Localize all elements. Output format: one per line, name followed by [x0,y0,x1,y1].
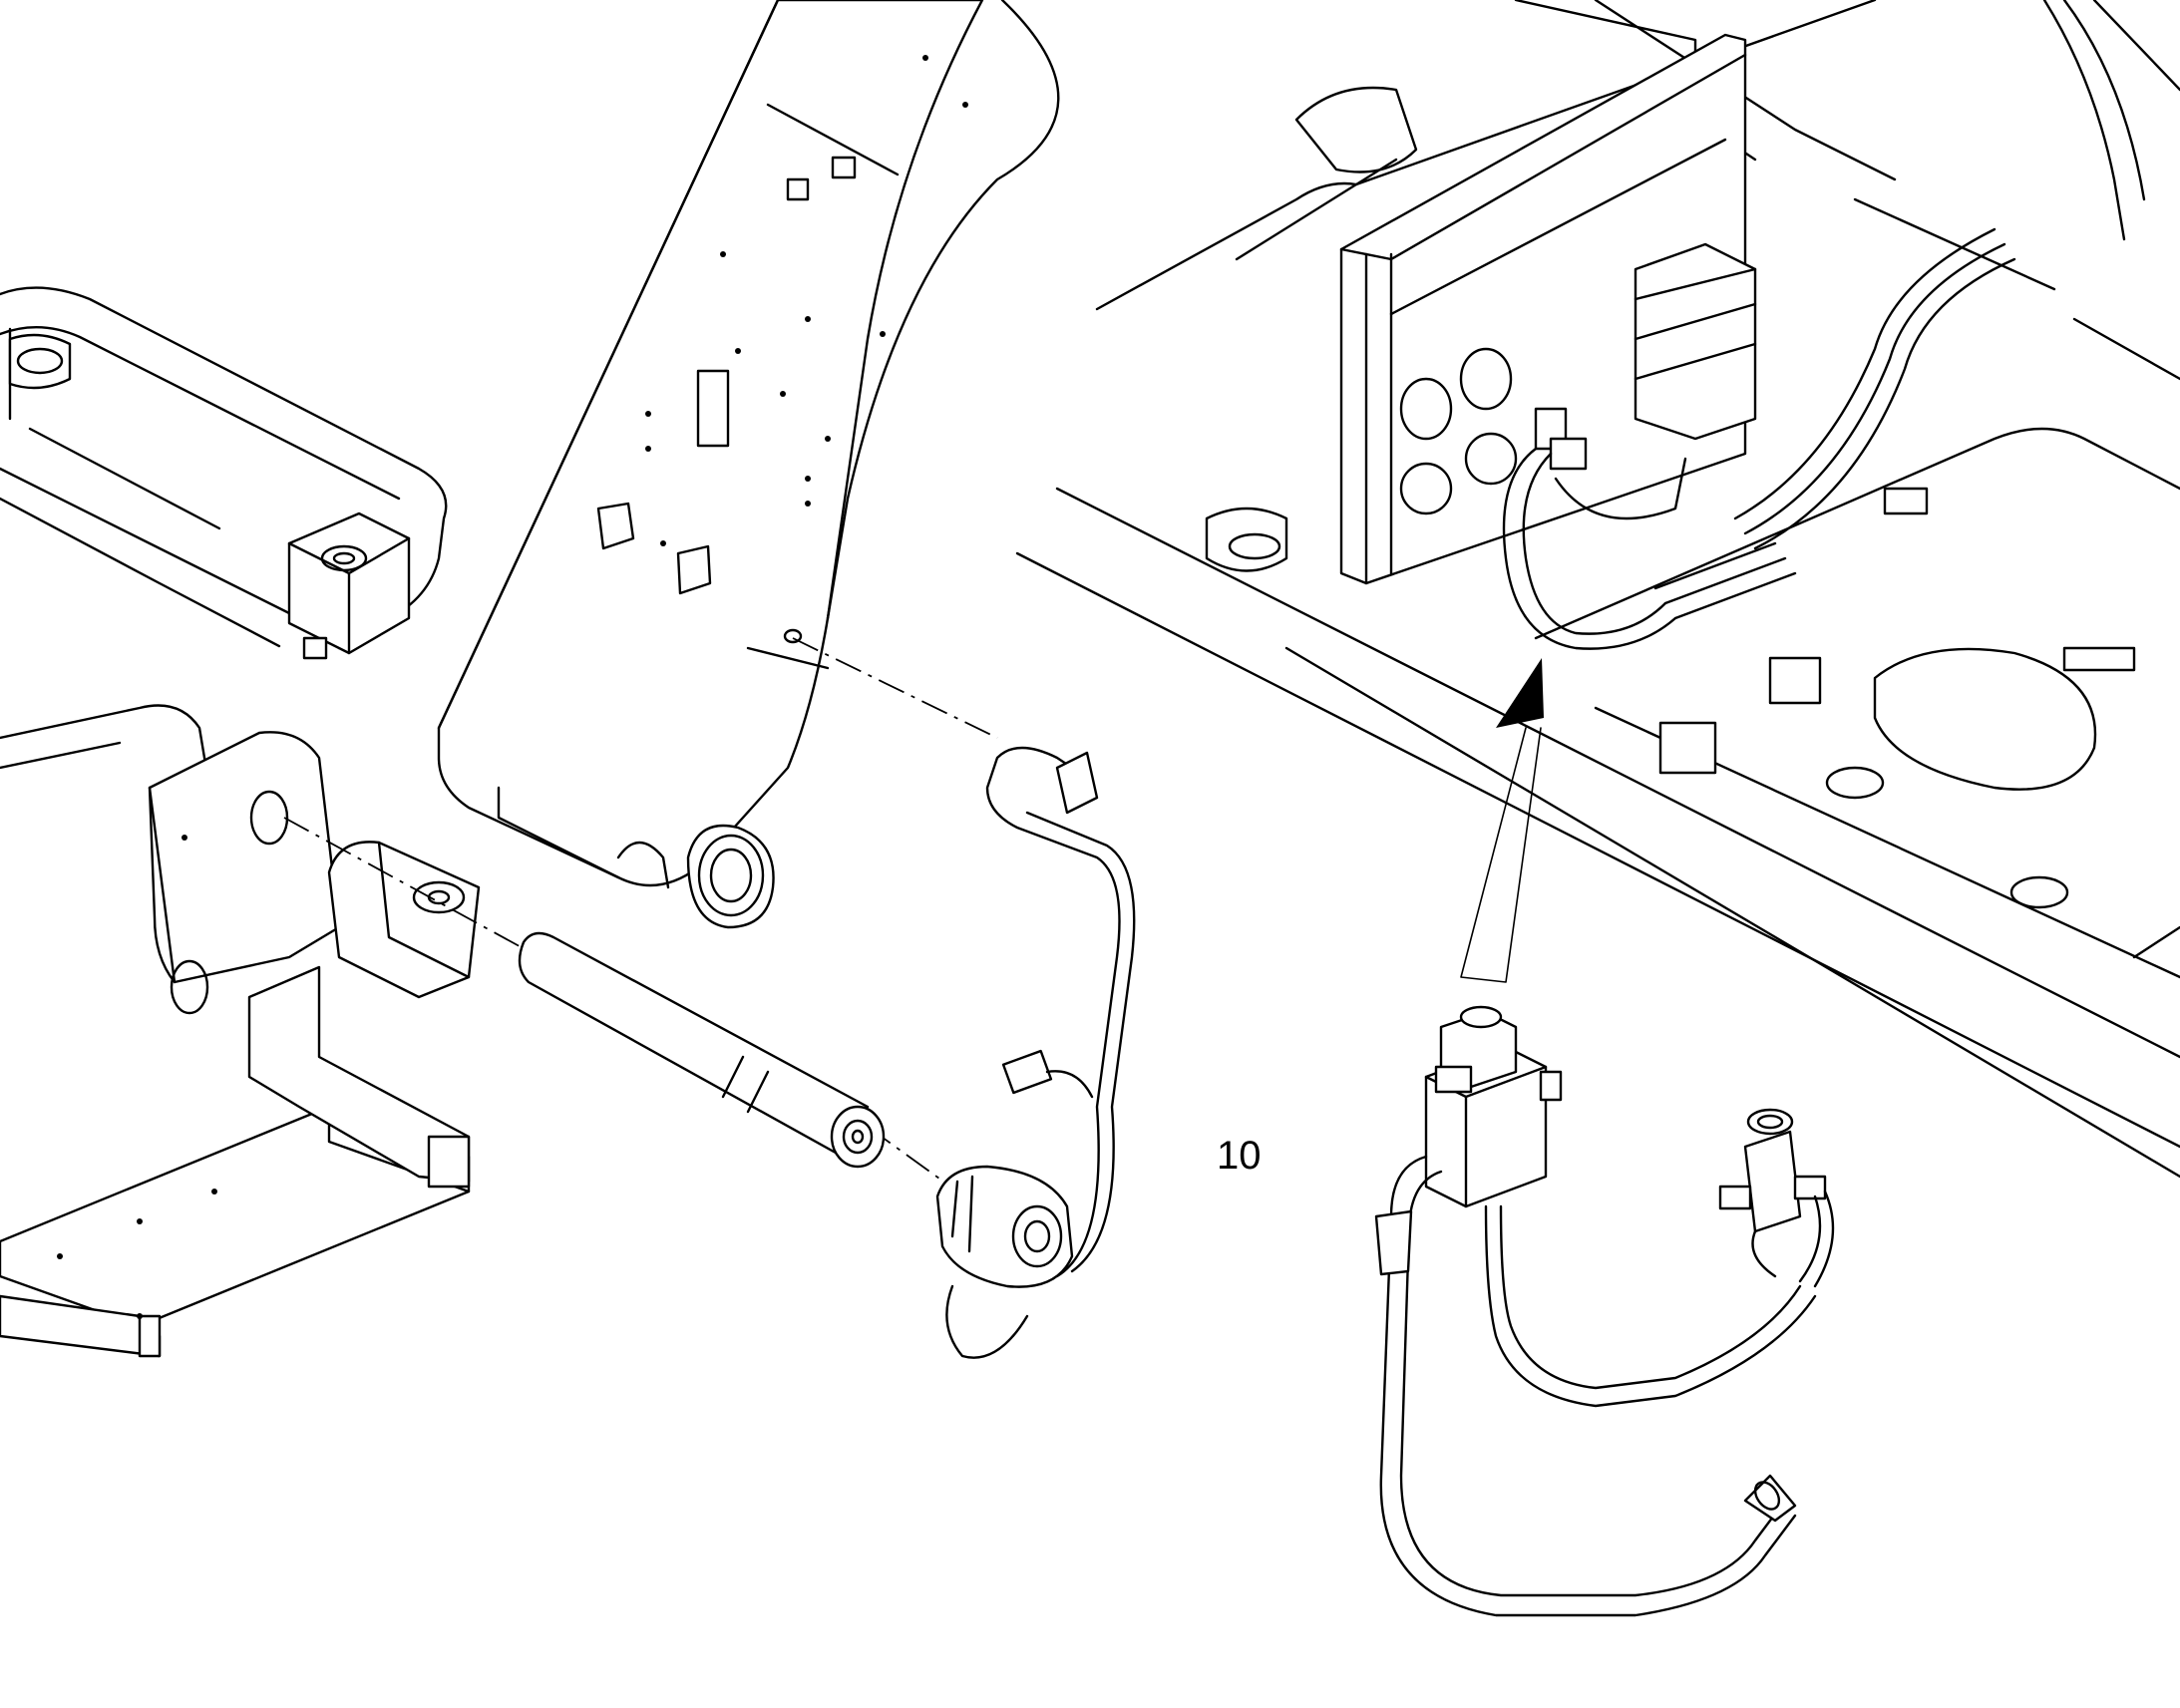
rear-chassis [1015,0,2180,1179]
angle-sensor-assembly [935,746,1136,1359]
callout-label-10: 10 [1217,1134,1262,1178]
pivot-pin [518,931,886,1169]
loader-frame [0,286,481,1358]
detail-callout-arrow [1460,658,1544,983]
valve-detail [1374,1005,1835,1617]
loader-arm [437,0,1060,929]
